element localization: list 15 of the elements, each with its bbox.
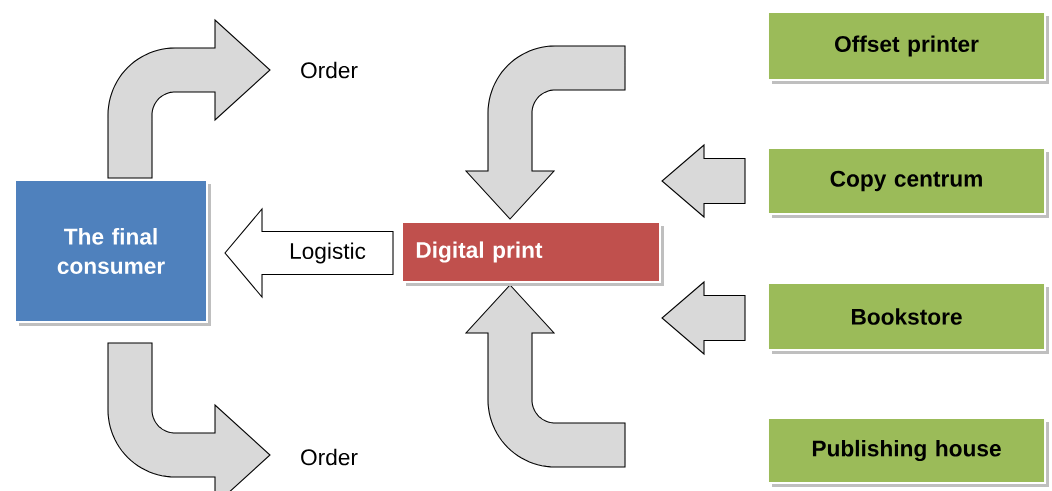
process-box: Publishing house <box>767 416 1049 487</box>
block-arrow <box>107 342 271 491</box>
process-box: Copy centrum <box>767 147 1049 218</box>
block-arrow <box>661 280 746 356</box>
block-arrow <box>464 45 626 220</box>
block-arrow <box>464 284 626 468</box>
text-label: Order <box>301 61 358 79</box>
process-box: Bookstore <box>767 282 1049 354</box>
process-box: The final consumer <box>14 179 211 326</box>
process-box: Digital print <box>401 221 664 286</box>
block-arrow <box>107 18 271 179</box>
process-box: Offset printer <box>767 11 1049 84</box>
text-label: Order <box>301 448 358 466</box>
edge-label: Logistic <box>287 241 368 265</box>
block-arrow <box>661 143 746 219</box>
